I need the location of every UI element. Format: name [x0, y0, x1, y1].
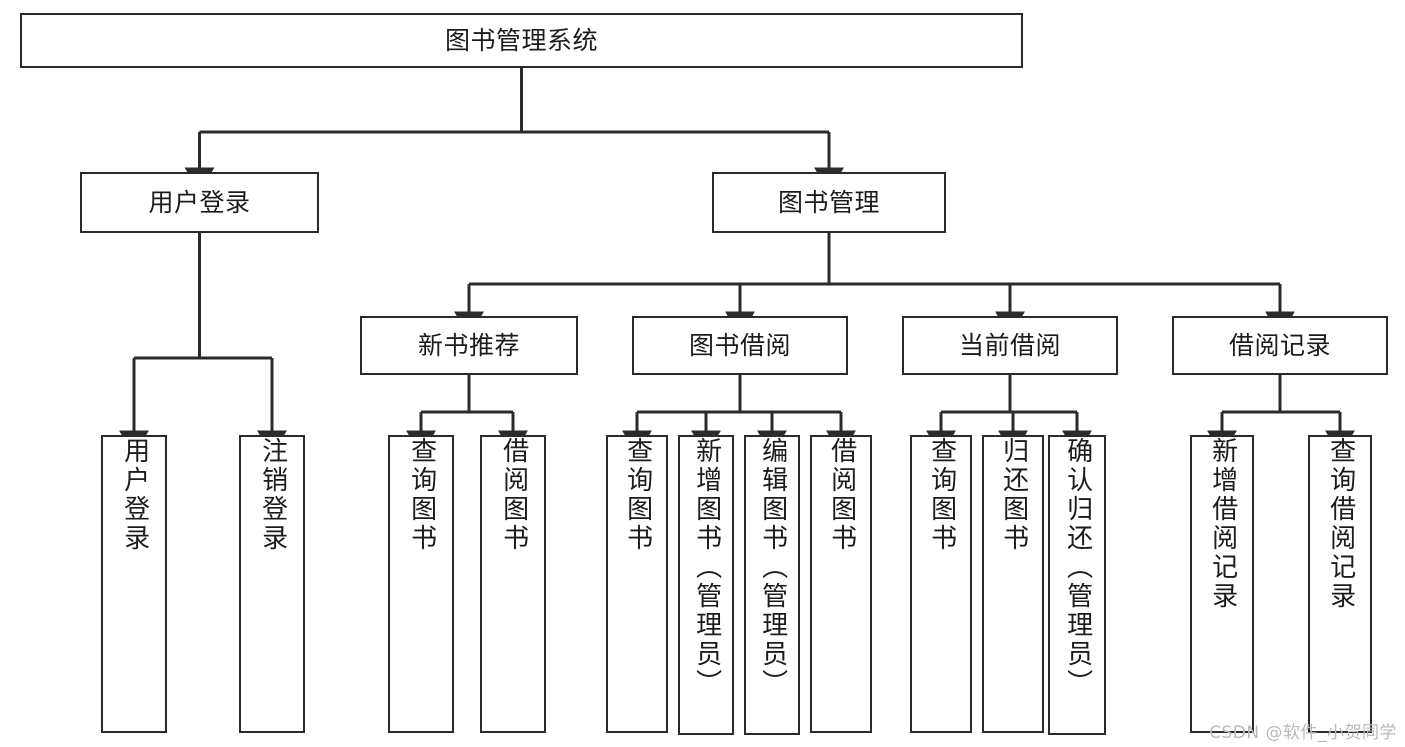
- node-label-records: 借阅记录: [1228, 330, 1331, 360]
- connector-bus-current: [941, 375, 1077, 414]
- node-root[interactable]: 图书管理系统: [20, 13, 1023, 68]
- node-l_addrec[interactable]: 新增借阅记录: [1190, 435, 1254, 733]
- node-label-newbook: 新书推荐: [417, 330, 520, 360]
- connector-bus-borrow: [637, 375, 841, 414]
- node-l_borrow1[interactable]: 借阅图书: [480, 435, 546, 733]
- node-l_borrow2[interactable]: 借阅图书: [810, 435, 872, 733]
- node-login[interactable]: 用户登录: [80, 172, 319, 233]
- node-l_queryrec[interactable]: 查询借阅记录: [1308, 435, 1372, 733]
- node-label-l_logout: 注销登录: [257, 437, 288, 553]
- node-l_query1[interactable]: 查询图书: [388, 435, 454, 733]
- node-label-login: 用户登录: [148, 187, 251, 217]
- node-label-l_return: 归还图书: [998, 437, 1029, 553]
- node-l_login[interactable]: 用户登录: [101, 435, 167, 733]
- node-label-l_add: 新增图书（管理员）: [691, 437, 722, 698]
- node-label-l_query2: 查询图书: [622, 437, 653, 553]
- node-label-l_confirm: 确认归还（管理员）: [1062, 437, 1093, 698]
- node-label-l_login: 用户登录: [119, 437, 150, 553]
- node-newbook[interactable]: 新书推荐: [360, 316, 578, 375]
- connector-bus-records: [1222, 375, 1340, 414]
- watermark: CSDN @软件_小贺同学: [1209, 723, 1397, 743]
- node-bookmgmt[interactable]: 图书管理: [712, 172, 946, 233]
- node-label-l_edit: 编辑图书（管理员）: [757, 437, 788, 698]
- node-l_query3[interactable]: 查询图书: [910, 435, 972, 733]
- node-l_add[interactable]: 新增图书（管理员）: [678, 435, 734, 735]
- node-label-borrow: 图书借阅: [688, 330, 791, 360]
- node-label-l_query1: 查询图书: [406, 437, 437, 553]
- node-l_return[interactable]: 归还图书: [982, 435, 1044, 733]
- connector-bus-login: [134, 233, 272, 360]
- connector-bus-root: [199, 68, 829, 134]
- node-label-l_borrow2: 借阅图书: [826, 437, 857, 553]
- node-borrow[interactable]: 图书借阅: [632, 316, 848, 375]
- node-l_confirm[interactable]: 确认归还（管理员）: [1048, 435, 1106, 735]
- connector-bus-newbook: [421, 375, 513, 414]
- node-l_query2[interactable]: 查询图书: [606, 435, 668, 733]
- node-l_logout[interactable]: 注销登录: [239, 435, 305, 733]
- node-l_edit[interactable]: 编辑图书（管理员）: [744, 435, 800, 735]
- connector-bus-bookmgmt: [469, 233, 1280, 286]
- node-label-bookmgmt: 图书管理: [777, 187, 880, 217]
- node-label-l_borrow1: 借阅图书: [498, 437, 529, 553]
- node-records[interactable]: 借阅记录: [1172, 316, 1388, 375]
- node-current[interactable]: 当前借阅: [902, 316, 1118, 375]
- node-label-l_query3: 查询图书: [926, 437, 957, 553]
- node-label-current: 当前借阅: [958, 330, 1061, 360]
- node-label-l_queryrec: 查询借阅记录: [1325, 437, 1356, 611]
- node-label-root: 图书管理系统: [444, 25, 598, 55]
- node-label-l_addrec: 新增借阅记录: [1207, 437, 1238, 611]
